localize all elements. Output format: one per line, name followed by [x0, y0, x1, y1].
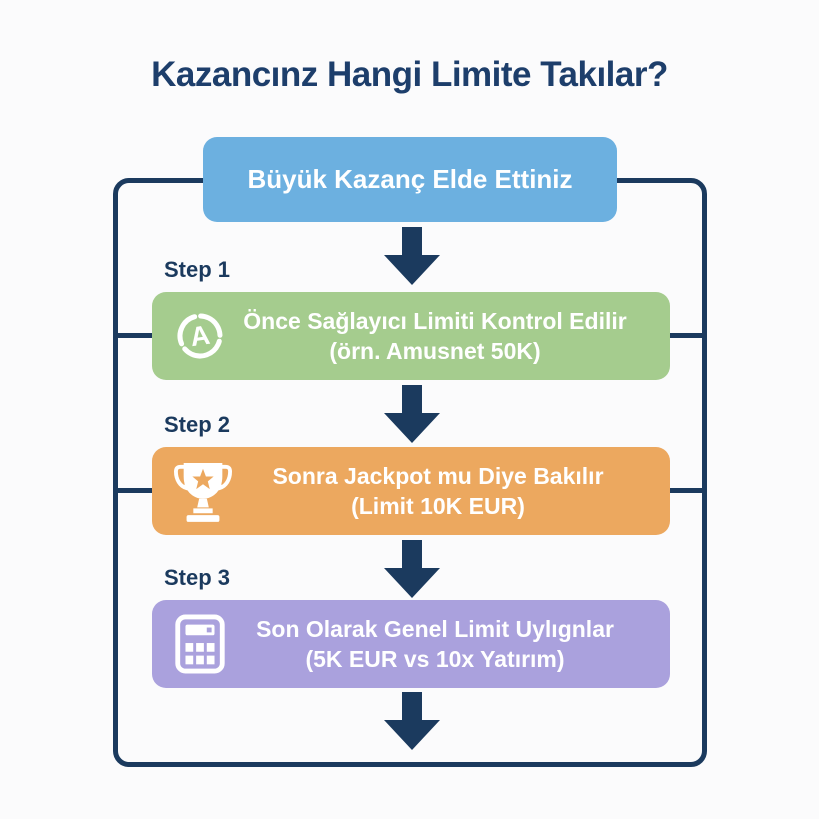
step-2-line2: (Limit 10K EUR) [351, 493, 525, 519]
step-3-line2: (5K EUR vs 10x Yatırım) [305, 646, 565, 672]
connector-line [114, 333, 156, 338]
connector-line [664, 333, 706, 338]
amusnet-a-icon: A [174, 310, 226, 362]
step-3-line1: Son Olarak Genel Limit Uylıgnlar [256, 616, 614, 642]
trophy-icon [174, 459, 232, 523]
step-2-node: Sonra Jackpot mu Diye Bakılır (Limit 10K… [152, 447, 670, 535]
arrow-down-icon [384, 385, 440, 443]
step-1-label: Step 1 [164, 257, 231, 282]
step-2-line1: Sonra Jackpot mu Diye Bakılır [272, 463, 604, 489]
arrow-down-icon [384, 227, 440, 285]
step-1-node: A Önce Sağlayıcı Limiti Kontrol Edilir (… [152, 292, 670, 380]
connector-line [664, 488, 706, 493]
step-3-label: Step 3 [164, 565, 231, 590]
connector-line [114, 488, 156, 493]
calculator-icon [174, 614, 226, 674]
step-2-label: Step 2 [164, 412, 231, 437]
flow-start-node: Büyük Kazanç Elde Ettiniz [203, 137, 617, 222]
step-1-line1: Önce Sağlayıcı Limiti Kontrol Edilir [243, 308, 627, 334]
page-title: Kazancınz Hangi Limite Takılar? [151, 55, 668, 94]
svg-text:A: A [188, 320, 211, 352]
step-1-line2: (örn. Amusnet 50K) [329, 338, 541, 364]
step-3-node: Son Olarak Genel Limit Uylıgnlar (5K EUR… [152, 600, 670, 688]
arrow-down-icon [384, 540, 440, 598]
arrow-down-icon [384, 692, 440, 750]
flow-start-label: Büyük Kazanç Elde Ettiniz [247, 164, 573, 194]
